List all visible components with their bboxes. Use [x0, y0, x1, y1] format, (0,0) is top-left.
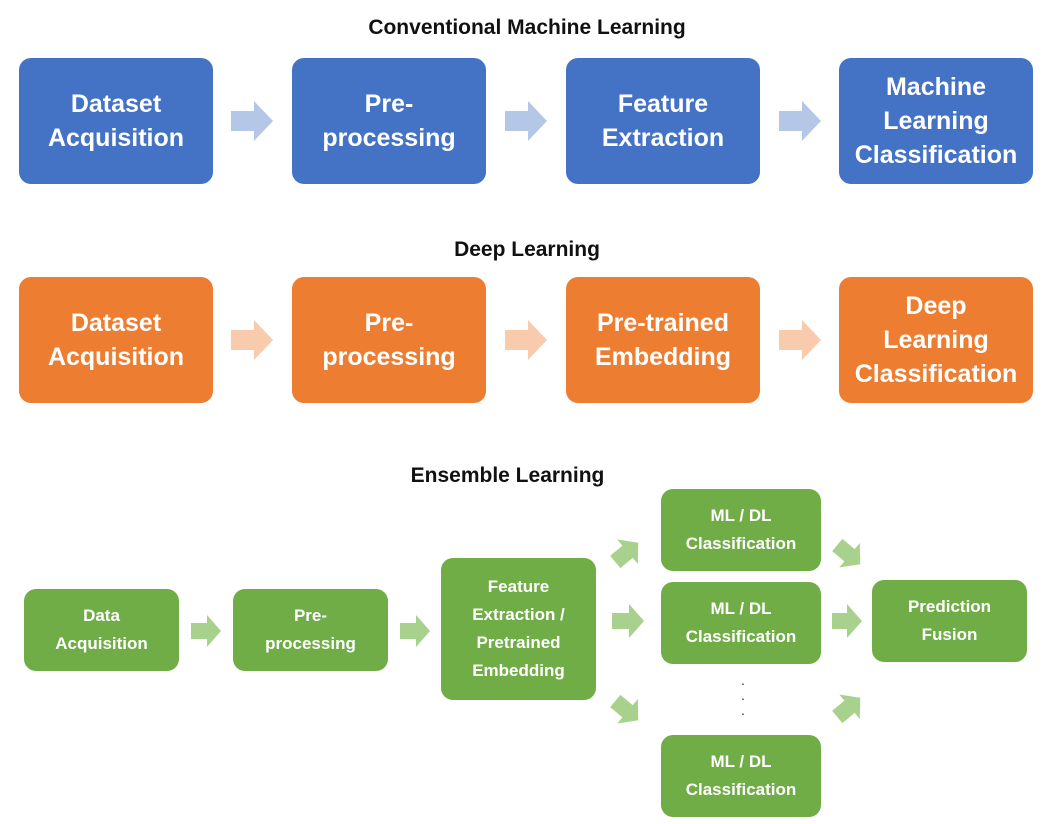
flow-arrow-icon — [191, 615, 221, 647]
feature-extraction-step: Feature Extraction — [566, 58, 760, 184]
diagonal-arrow-icon — [610, 539, 639, 569]
flow-arrow-icon — [231, 320, 273, 360]
ml-dl-classifier-2: ML / DL Classification — [661, 582, 821, 664]
preprocessing-step: Pre- processing — [292, 58, 486, 184]
flow-arrow-icon — [400, 615, 430, 647]
flow-arrow-icon — [832, 604, 862, 638]
flow-arrow-icon — [505, 320, 547, 360]
dl-classification-step: Deep Learning Classification — [839, 277, 1033, 403]
dataset-acquisition-step: Dataset Acquisition — [19, 277, 213, 403]
ml-dl-classifier-3: ML / DL Classification — [661, 735, 821, 817]
preprocessing-step: Pre- processing — [233, 589, 388, 671]
flow-arrow-icon — [505, 101, 547, 141]
deep-learning-title: Deep Learning — [454, 238, 600, 261]
conventional-ml-title: Conventional Machine Learning — [368, 16, 686, 39]
ensemble-learning-title: Ensemble Learning — [410, 464, 605, 487]
prediction-fusion-step: Prediction Fusion — [872, 580, 1027, 662]
diagonal-arrow-icon — [832, 538, 861, 568]
feature-extraction-embedding-step: Feature Extraction / Pretrained Embeddin… — [441, 558, 596, 700]
flow-arrow-icon — [779, 320, 821, 360]
pretrained-embedding-step: Pre-trained Embedding — [566, 277, 760, 403]
diagonal-arrow-icon — [610, 694, 639, 724]
data-acquisition-step: Data Acquisition — [24, 589, 179, 671]
ellipsis-dots: · · · — [740, 675, 746, 721]
preprocessing-step: Pre- processing — [292, 277, 486, 403]
dataset-acquisition-step: Dataset Acquisition — [19, 58, 213, 184]
flow-arrow-icon — [612, 604, 644, 638]
ml-dl-classifier-1: ML / DL Classification — [661, 489, 821, 571]
flow-arrow-icon — [779, 101, 821, 141]
flow-arrow-icon — [231, 101, 273, 141]
diagonal-arrow-icon — [832, 694, 861, 724]
ml-classification-step: Machine Learning Classification — [839, 58, 1033, 184]
